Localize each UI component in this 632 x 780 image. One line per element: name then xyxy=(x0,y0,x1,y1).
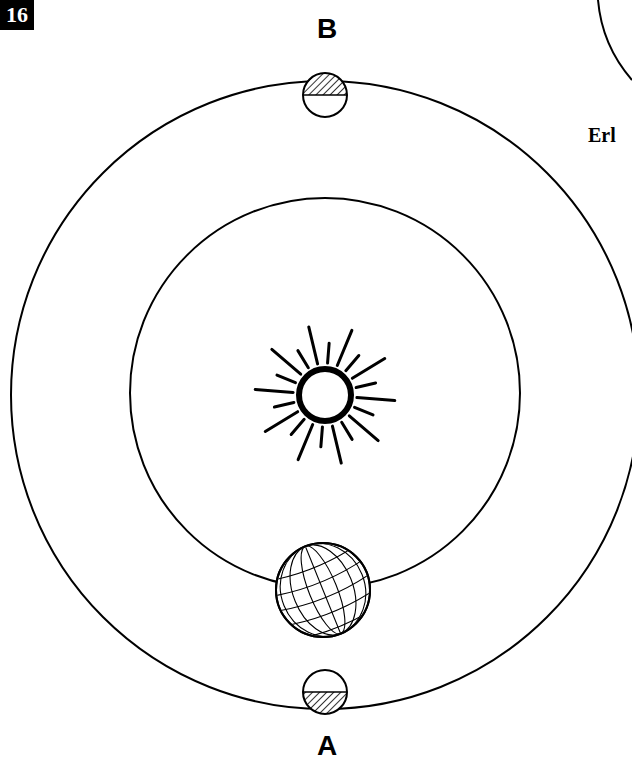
sun-ray xyxy=(332,426,341,463)
sun-ray xyxy=(291,419,304,434)
sun-ray xyxy=(352,359,384,379)
sun-ray xyxy=(349,416,378,441)
sun-disc xyxy=(299,369,351,421)
sun-ray xyxy=(265,412,297,432)
outer-orbit xyxy=(11,81,632,709)
sun-ray xyxy=(337,330,352,365)
sun-rays xyxy=(255,327,395,463)
point-label: B xyxy=(317,13,337,45)
sun-ray xyxy=(298,425,313,460)
sun-ray xyxy=(272,349,301,374)
inner-orbit xyxy=(130,198,520,588)
partial-circle xyxy=(598,0,632,80)
point-label: A xyxy=(317,730,337,762)
sun-ray xyxy=(342,422,352,439)
number-box: 16 xyxy=(0,0,34,30)
figure-number: 16 xyxy=(6,2,28,28)
sun-ray xyxy=(277,375,295,383)
moon-b xyxy=(303,73,347,117)
cut-off-text: Erl xyxy=(588,124,616,147)
sun-ray xyxy=(298,351,308,368)
sun-ray xyxy=(346,356,359,371)
sun-ray xyxy=(357,398,395,401)
sun-ray xyxy=(356,383,375,388)
earth-globe xyxy=(255,524,391,656)
sun-ray xyxy=(328,343,330,363)
sun-ray xyxy=(321,427,323,447)
sun-ray xyxy=(255,389,293,392)
sun-ray xyxy=(309,327,318,364)
sun-ray xyxy=(355,407,373,415)
moon-a xyxy=(303,670,347,714)
sun-ray xyxy=(274,402,293,407)
